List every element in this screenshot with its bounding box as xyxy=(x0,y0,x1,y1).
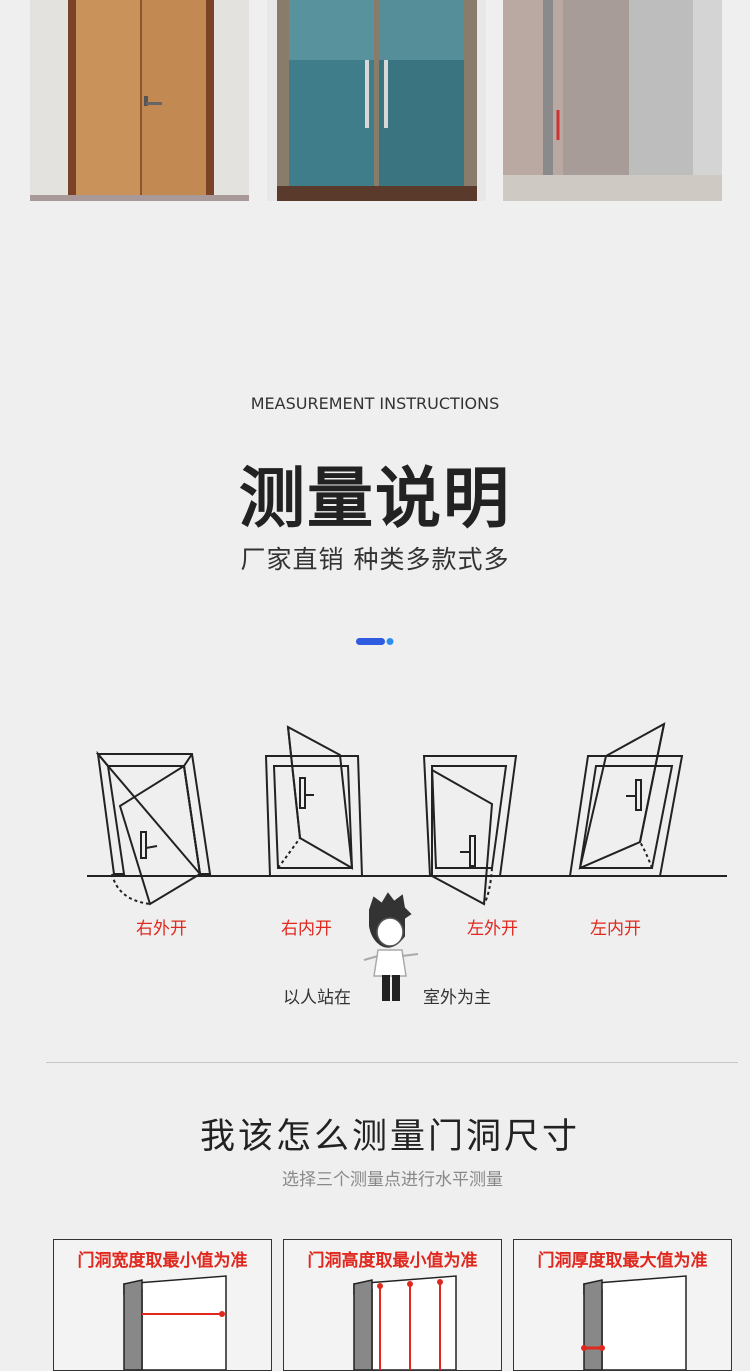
width-measure-diagram xyxy=(123,1275,227,1370)
person-caption-right: 室外为主 xyxy=(423,988,491,1008)
width-measure-card: 门洞宽度取最小值为准 xyxy=(53,1239,272,1371)
section-chinese-title: 测量说明 xyxy=(239,460,511,537)
section-divider xyxy=(46,1062,738,1063)
measure-title: 我该怎么测量门洞尺寸 xyxy=(199,1117,580,1157)
width-measure-card-title: 门洞宽度取最小值为准 xyxy=(77,1251,248,1271)
measure-subtitle: 选择三个测量点进行水平测量 xyxy=(282,1170,503,1190)
glass-double-door-photo xyxy=(267,0,486,201)
label-right-outward: 右外开 xyxy=(136,919,187,939)
label-left-outward: 左外开 xyxy=(467,919,518,939)
thickness-measure-card-title: 门洞厚度取最大值为准 xyxy=(537,1251,708,1271)
person-figure-icon xyxy=(363,892,419,1001)
door-opening-diagram xyxy=(87,722,727,1001)
label-left-inward: 左内开 xyxy=(590,919,641,939)
section-english-title: MEASUREMENT INSTRUCTIONS xyxy=(250,394,500,413)
stainless-steel-fire-door-photo xyxy=(503,0,722,201)
height-measure-card-title: 门洞高度取最小值为准 xyxy=(307,1251,478,1271)
height-measure-card: 门洞高度取最小值为准 xyxy=(283,1239,502,1371)
thickness-measure-card: 门洞厚度取最大值为准 xyxy=(513,1239,732,1371)
door-photo-strip xyxy=(0,0,750,210)
door-left-inward-icon xyxy=(568,722,684,877)
thickness-measure-diagram xyxy=(581,1275,687,1370)
person-caption-left: 以人站在 xyxy=(283,988,351,1008)
height-measure-diagram xyxy=(353,1275,457,1370)
door-right-inward-icon xyxy=(264,725,364,877)
section-chinese-subtitle: 厂家直销 种类多款式多 xyxy=(240,545,510,574)
accent-dots xyxy=(356,638,394,645)
label-right-inward: 右内开 xyxy=(281,919,332,939)
door-left-outward-icon xyxy=(422,755,518,906)
wooden-double-door-photo xyxy=(30,0,249,201)
door-right-outward-icon xyxy=(95,750,212,906)
